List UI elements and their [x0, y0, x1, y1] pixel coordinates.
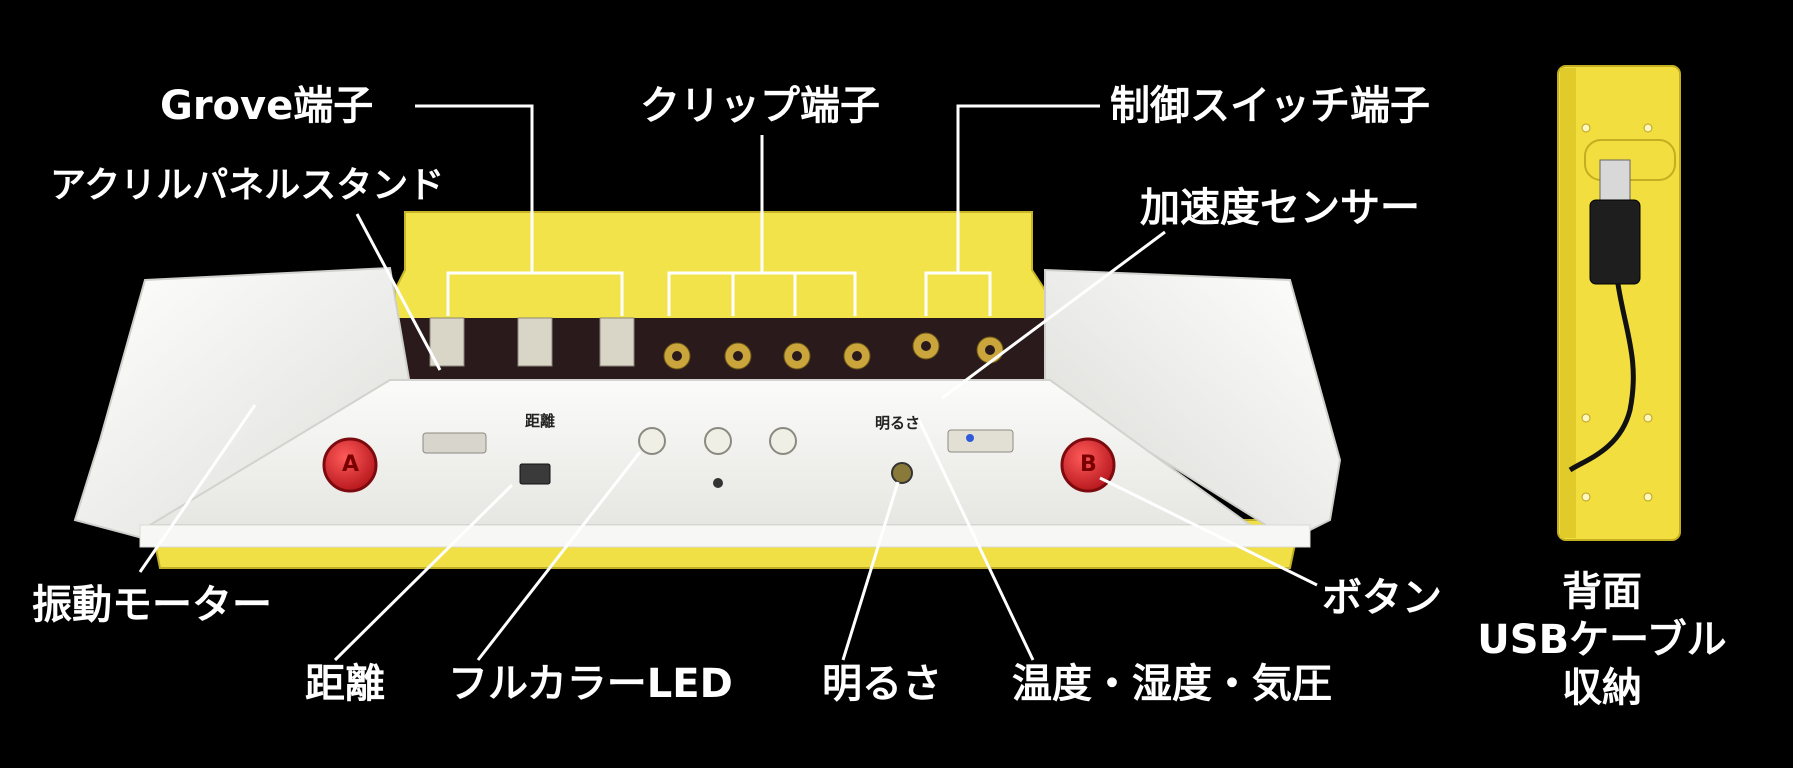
distance-sensor-slot [422, 432, 487, 454]
panel-print-distance: 距離 [525, 412, 556, 430]
label-grove-connector: Grove端子 [160, 83, 374, 129]
rear-caption-line2: USBケーブル [1477, 617, 1727, 663]
button-a [322, 437, 378, 493]
label-temp-humidity-pressure: 温度・湿度・気圧 [1012, 661, 1332, 707]
label-acrylic-panel-stand: アクリルパネルスタンド [50, 165, 445, 206]
label-full-color-led: フルカラーLED [448, 661, 733, 707]
panel-print-brightness: 明るさ [875, 414, 921, 432]
circuit-board [395, 318, 1045, 380]
label-vibration-motor: 振動モーター [32, 582, 272, 628]
clip-pads [663, 332, 1004, 370]
full-color-leds [638, 427, 797, 488]
distance-sensor [519, 463, 551, 485]
rear-caption-line3: 収納 [1562, 665, 1642, 711]
usb-cable [1568, 283, 1636, 473]
main-device [73, 211, 1342, 569]
rear-caption-line1: 背面 [1562, 569, 1642, 615]
usb-plug [1599, 159, 1631, 201]
button-a-letter: A [342, 452, 360, 477]
brightness-sensor [891, 462, 913, 484]
label-distance: 距離 [305, 661, 385, 707]
rear-caption: 背面 USBケーブル 収納 [1462, 568, 1742, 712]
label-brightness: 明るさ [822, 661, 942, 707]
label-control-switch-connector: 制御スイッチ端子 [1110, 83, 1430, 129]
rear-view [1557, 65, 1681, 541]
label-clip-connector: クリップ端子 [640, 83, 880, 129]
button-b-letter: B [1080, 452, 1097, 477]
leader-lines [138, 104, 1318, 662]
label-accelerometer: 加速度センサー [1140, 185, 1420, 231]
grove-connectors [429, 317, 635, 367]
label-button: ボタン [1322, 575, 1442, 621]
env-sensor-slot [947, 429, 1014, 453]
